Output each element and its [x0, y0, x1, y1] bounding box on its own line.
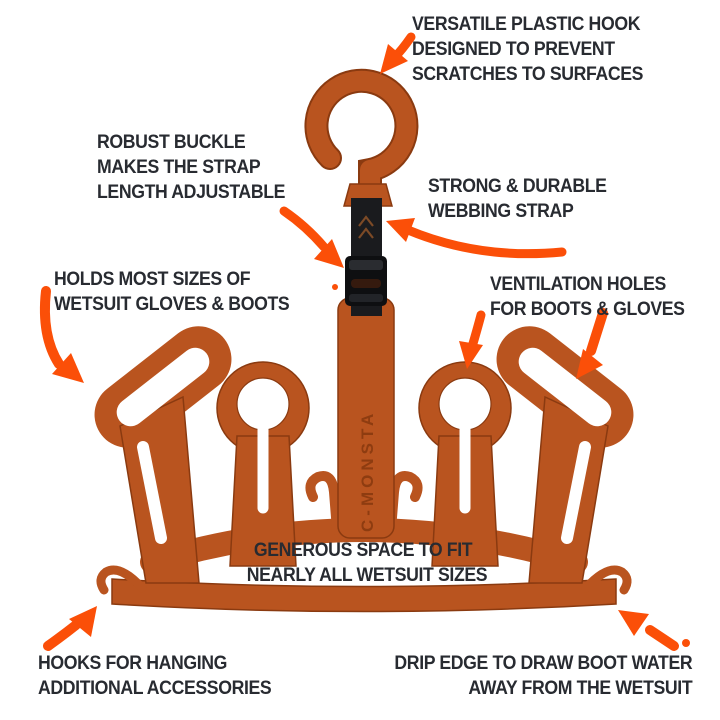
- buckle-lip: [349, 294, 383, 302]
- strap-logo-icon: [358, 215, 374, 227]
- strap-note: STRONG & DURABLE WEBBING STRAP: [428, 174, 607, 224]
- callout-arrows: [39, 32, 690, 651]
- note-line: STRONG & DURABLE: [428, 176, 607, 197]
- note-line: FOR BOOTS & GLOVES: [490, 299, 685, 320]
- accessory-arrow: [43, 606, 97, 651]
- strap-assembly: [345, 198, 387, 316]
- accessory-note: HOOKS FOR HANGING ADDITIONAL ACCESSORIES: [38, 651, 272, 701]
- note-line: WEBBING STRAP: [428, 201, 574, 222]
- buckle-highlight: [349, 260, 383, 270]
- brand-embossed-text: C-MONSTA: [358, 410, 377, 532]
- drip-note: DRIP EDGE TO DRAW BOOT WATER AWAY FROM T…: [394, 651, 692, 701]
- note-line: MAKES THE STRAP: [97, 157, 261, 178]
- note-line: SCRATCHES TO SURFACES: [412, 64, 644, 85]
- drip-arrow: [618, 610, 690, 651]
- center-curl-right: [386, 471, 423, 535]
- drip-edge-hook-right: [581, 565, 632, 595]
- note-line: VENTILATION HOLES: [490, 274, 666, 295]
- hanger-holes: [116, 347, 612, 544]
- note-line: VERSATILE PLASTIC HOOK: [412, 14, 641, 35]
- strap-arrow: [386, 218, 567, 259]
- buckle-note: ROBUST BUCKLE MAKES THE STRAP LENGTH ADJ…: [97, 130, 285, 205]
- hook-arrow: [380, 32, 416, 74]
- buckle-arrow: [279, 206, 344, 290]
- space-note: GENEROUS SPACE TO FIT NEARLY ALL WETSUIT…: [246, 538, 488, 588]
- note-line: ROBUST BUCKLE: [97, 132, 246, 153]
- center-curl-left: [305, 471, 342, 535]
- buckle-slot: [351, 279, 381, 288]
- note-line: NEARLY ALL WETSUIT SIZES: [246, 565, 488, 586]
- ventilation-note: VENTILATION HOLES FOR BOOTS & GLOVES: [490, 272, 685, 322]
- hanger-bottom-bar: [111, 578, 617, 613]
- note-line: DRIP EDGE TO DRAW BOOT WATER: [394, 653, 692, 674]
- accessory-hook-left: [96, 565, 147, 595]
- note-line: HOOKS FOR HANGING: [38, 653, 228, 674]
- note-line: DESIGNED TO PREVENT: [412, 39, 615, 60]
- note-line: AWAY FROM THE WETSUIT: [468, 678, 692, 699]
- capacity-arrow: [39, 286, 84, 383]
- capacity-note: HOLDS MOST SIZES OF WETSUIT GLOVES & BOO…: [54, 267, 290, 317]
- plastic-hook: [306, 70, 417, 202]
- strap-logo-icon: [358, 227, 374, 239]
- left-shaft-slot: [137, 441, 167, 544]
- note-line: WETSUIT GLOVES & BOOTS: [54, 294, 290, 315]
- note-line: GENEROUS SPACE TO FIT: [253, 540, 473, 561]
- note-line: LENGTH ADJUSTABLE: [97, 182, 286, 203]
- ventilation-arrow: [459, 310, 486, 369]
- right-arm-hole: [518, 347, 612, 427]
- arm-hole-arrow: [576, 308, 608, 379]
- note-line: ADDITIONAL ACCESSORIES: [38, 678, 272, 699]
- hook-note: VERSATILE PLASTIC HOOK DESIGNED TO PREVE…: [412, 12, 643, 87]
- note-line: HOLDS MOST SIZES OF: [54, 269, 251, 290]
- left-arm-hole: [116, 347, 210, 427]
- right-shaft-slot: [561, 441, 591, 544]
